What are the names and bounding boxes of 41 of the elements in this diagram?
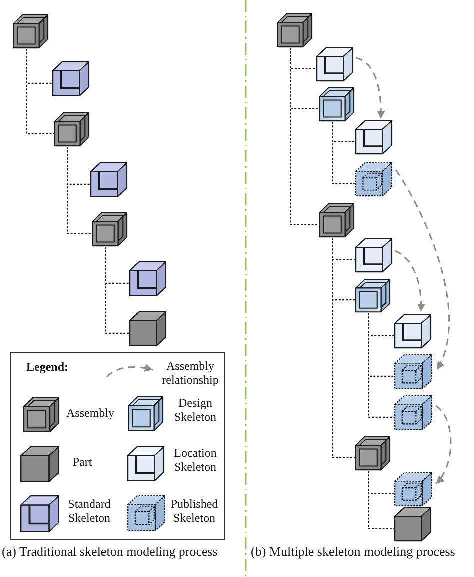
published-skeleton-cube-icon (394, 354, 433, 390)
location-skeleton-cube-icon (316, 47, 354, 82)
location-skeleton-cube-icon (355, 238, 393, 273)
standard-skeleton-cube-icon (52, 61, 90, 97)
published-skeleton-cube-icon (394, 395, 433, 431)
assembly-cube-icon (13, 14, 49, 49)
dotted-connector (105, 247, 130, 334)
dotted-connector (332, 122, 356, 184)
published-skeleton-cube-icon (355, 162, 393, 197)
assembly-cube-icon (92, 212, 128, 247)
part-cube-icon (129, 311, 167, 347)
location-skeleton-cube-icon (394, 314, 432, 349)
standard-skeleton-cube-icon (129, 261, 167, 297)
dashed-arrow (435, 405, 452, 484)
caption: (a) Traditional skeleton modeling process (2, 545, 218, 560)
published-skeleton-cube-icon (394, 472, 433, 507)
legend-title: Legend: (26, 360, 68, 374)
assembly-cube-icon (355, 436, 391, 471)
legend-label: Design Skeleton (174, 396, 218, 424)
design-skeleton-cube-icon (319, 87, 355, 122)
location-skeleton-cube-icon (355, 120, 393, 155)
dotted-connector (290, 48, 320, 226)
assembly-cube-icon (54, 112, 90, 147)
legend-label: Assembly relationship (161, 358, 220, 386)
assembly-cube-icon (319, 203, 355, 238)
dotted-connector (332, 238, 356, 458)
dashed-arrow (395, 170, 450, 370)
dotted-connector (67, 147, 93, 234)
legend-label: Assembly (66, 406, 116, 420)
assembly-cube-icon (277, 13, 313, 48)
legend-label: Standard Skeleton (67, 496, 112, 524)
caption: (b) Multiple skeleton modeling process (251, 545, 456, 560)
dotted-connector (368, 471, 395, 530)
legend-label: Part (72, 454, 94, 468)
dotted-connector (26, 49, 55, 134)
part-cube-icon (394, 507, 432, 542)
standard-skeleton-cube-icon (90, 162, 128, 198)
legend-label: Location Skeleton (173, 446, 218, 474)
legend-label: Published Skeleton (170, 496, 220, 524)
dotted-connector (368, 313, 396, 418)
design-skeleton-cube-icon (355, 279, 391, 313)
